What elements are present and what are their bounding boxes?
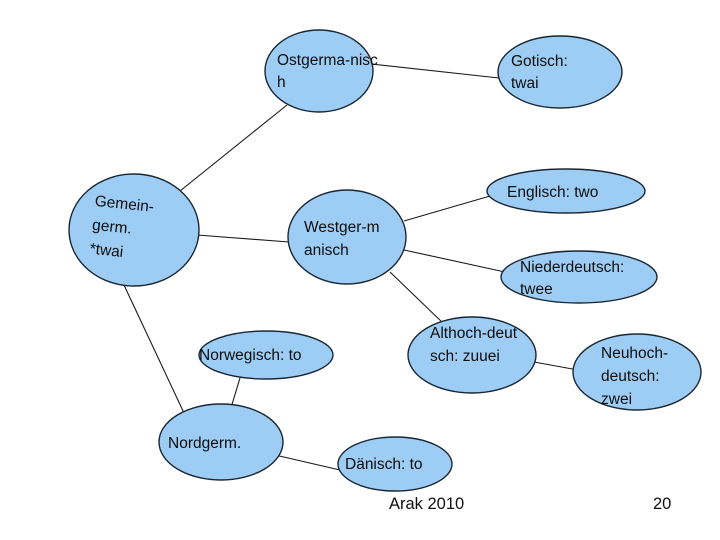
node-shape-westgermanisch xyxy=(287,189,407,285)
node-label-line: Nordgerm. xyxy=(168,435,241,452)
node-englisch[interactable]: Englisch: two xyxy=(486,168,646,214)
edge-westgermanisch-niederdeutsch xyxy=(403,249,506,273)
footer-credit: Arak 2010 xyxy=(389,495,465,513)
edge-westgermanisch-englisch xyxy=(403,195,491,222)
node-label-line: Gemein- xyxy=(94,193,155,216)
edge-westgermanisch-althochdeutsch xyxy=(389,271,445,325)
node-shape-neuhochdeutsch xyxy=(572,333,702,411)
node-niederdeutsch[interactable]: Niederdeutsch: twee xyxy=(500,250,658,304)
node-shape-ostgermanisch xyxy=(264,29,374,113)
node-label-line: *twai xyxy=(89,241,124,261)
node-ostgermanisch[interactable]: Ostgerma-nisc h xyxy=(264,29,378,113)
node-label-line: h xyxy=(277,74,286,91)
node-label-line: Althoch-deut xyxy=(430,325,518,342)
node-label-line: Niederdeutsch: xyxy=(520,259,624,276)
node-shape-nordgermanisch xyxy=(158,403,284,481)
edge-nordgermanisch-daenisch xyxy=(274,454,341,471)
node-label-althochdeutsch: Althoch-deut sch: zuuei xyxy=(430,325,518,365)
node-label-gemeingermanisch: Gemein-germ. *twai xyxy=(89,193,155,264)
node-shape-daenisch xyxy=(337,436,453,492)
node-gotisch[interactable]: Gotisch: twai xyxy=(497,35,623,109)
node-shape-englisch xyxy=(486,168,646,214)
node-label-niederdeutsch: Niederdeutsch: twee xyxy=(520,259,624,298)
node-label-line: deutsch: xyxy=(601,368,660,385)
node-shape-althochdeutsch xyxy=(407,316,537,394)
edge-gemeingerm-nordgermanisch xyxy=(123,284,185,414)
node-label-line: twai xyxy=(511,75,539,92)
node-label-line: anisch xyxy=(304,242,349,259)
node-label-norwegisch: Norwegisch: to xyxy=(199,347,302,364)
node-gemeingermanisch[interactable]: Gemein-germ. *twai xyxy=(68,173,200,287)
node-label-nordgermanisch: Nordgerm. xyxy=(168,435,241,452)
edge-althochdeutsch-neuhochdeutsch xyxy=(533,361,579,371)
node-label-line: zwei xyxy=(601,391,632,408)
node-shape-norwegisch xyxy=(198,330,334,380)
node-label-line: germ. xyxy=(91,217,132,238)
edges-layer xyxy=(123,63,579,471)
node-shape-niederdeutsch xyxy=(500,250,658,304)
node-label-line: Englisch: two xyxy=(507,184,598,201)
node-label-gotisch: Gotisch: twai xyxy=(511,53,568,92)
node-label-line: sch: zuuei xyxy=(430,348,500,365)
node-norwegisch[interactable]: Norwegisch: to xyxy=(198,330,334,380)
node-althochdeutsch[interactable]: Althoch-deut sch: zuuei xyxy=(407,316,537,394)
node-label-neuhochdeutsch: Neuhoch-deutsch: zwei xyxy=(601,345,668,408)
node-label-line: Ostgerma-nisc xyxy=(277,52,378,69)
node-label-line: twee xyxy=(520,281,553,298)
node-label-line: Westger-m xyxy=(304,219,380,236)
node-label-englisch: Englisch: two xyxy=(507,184,598,201)
node-label-line: Norwegisch: to xyxy=(199,347,302,364)
edge-gemeingerm-westgermanisch xyxy=(196,234,290,243)
node-label-line: Dänisch: to xyxy=(345,456,423,473)
node-shape-gotisch xyxy=(497,35,623,109)
edge-ostgermanisch-gotisch xyxy=(370,63,500,79)
node-westgermanisch[interactable]: Westger-m anisch xyxy=(287,189,407,285)
node-shape-gemeingermanisch xyxy=(68,173,200,287)
node-label-line: Gotisch: xyxy=(511,53,568,70)
node-nordgermanisch[interactable]: Nordgerm. xyxy=(158,403,284,481)
node-neuhochdeutsch[interactable]: Neuhoch-deutsch: zwei xyxy=(572,333,702,411)
node-label-ostgermanisch: Ostgerma-nisc h xyxy=(277,52,378,91)
node-label-daenisch: Dänisch: to xyxy=(345,456,423,473)
node-label-westgermanisch: Westger-m anisch xyxy=(304,219,380,259)
footer-page-number: 20 xyxy=(653,495,672,513)
node-label-line: Neuhoch- xyxy=(601,345,668,362)
edge-gemeingerm-ostgermanisch xyxy=(179,104,288,192)
node-daenisch[interactable]: Dänisch: to xyxy=(337,436,453,492)
